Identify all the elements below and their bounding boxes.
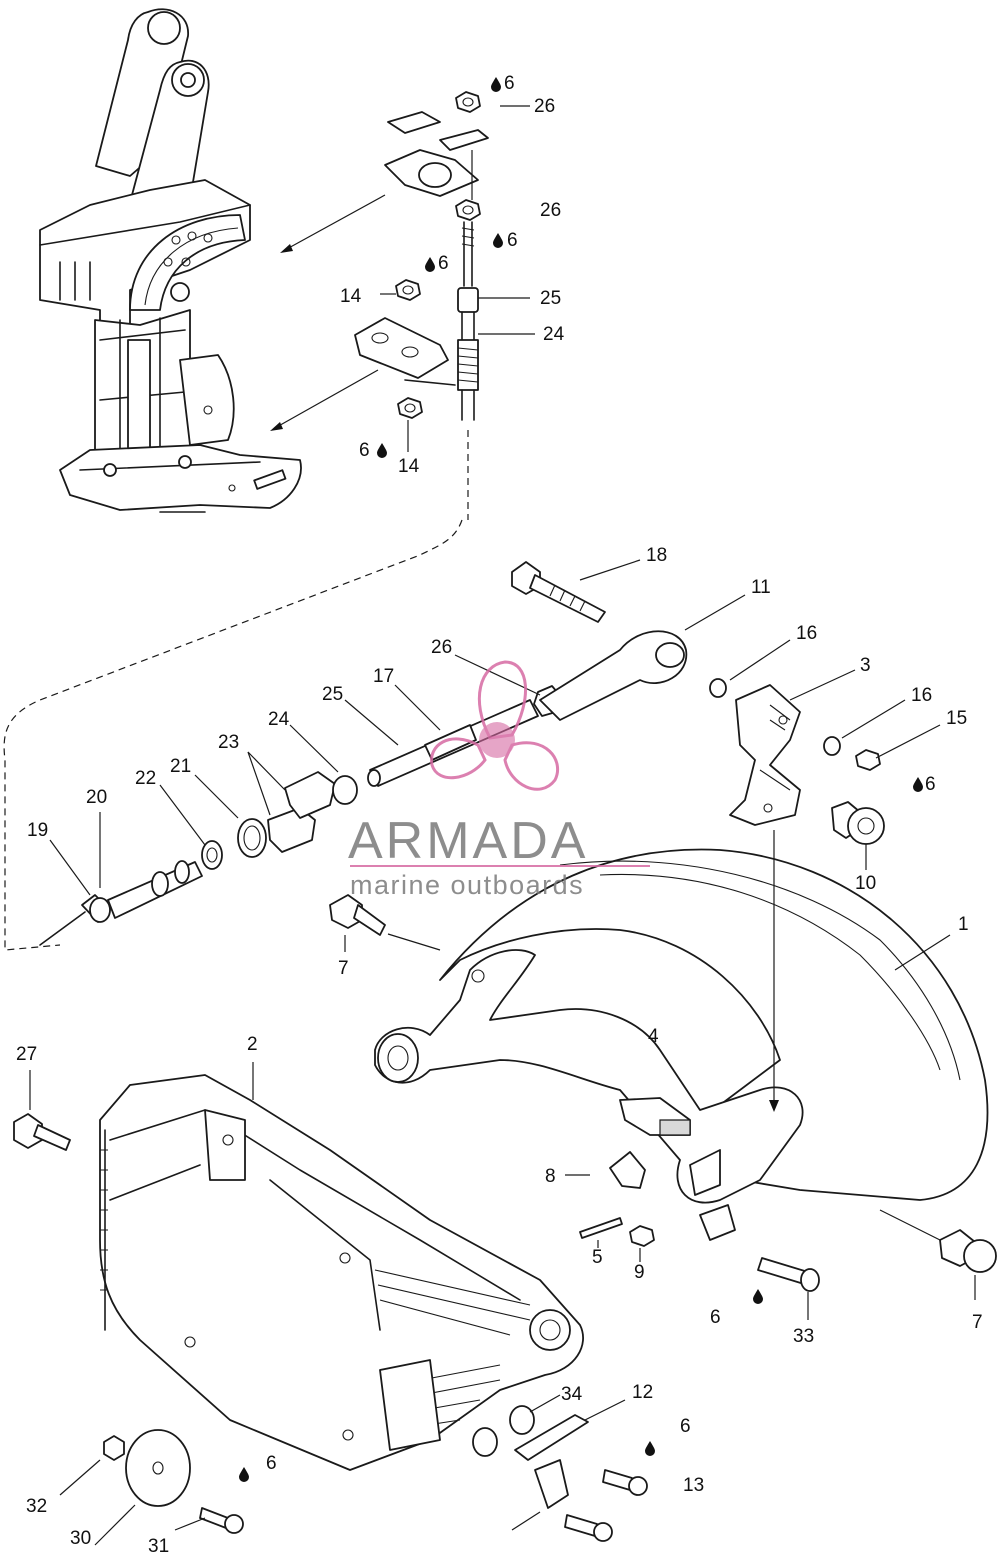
cable-path: [3, 519, 463, 951]
armada-watermark: ARMADA marine outboards: [348, 660, 650, 900]
callout-11: 11: [751, 577, 771, 598]
callout-18: 18: [646, 545, 667, 566]
cable-anchor-stack: [39, 559, 941, 952]
callout-15: 15: [946, 708, 967, 729]
callout-20: 20: [86, 787, 107, 808]
callout-26: 26: [540, 200, 561, 221]
callout-6: 6: [710, 1307, 721, 1328]
callout-6: 6: [680, 1416, 691, 1437]
callout-26: 26: [534, 96, 555, 117]
cable-end-hardware: [354, 91, 535, 520]
callout-9: 9: [634, 1262, 645, 1283]
callout-23: 23: [218, 732, 239, 753]
callout-4: 4: [648, 1026, 659, 1047]
callout-16: 16: [796, 623, 817, 644]
callout-16: 16: [911, 685, 932, 706]
callout-5: 5: [592, 1247, 603, 1268]
callout-8: 8: [545, 1166, 556, 1187]
callout-6: 6: [507, 230, 518, 251]
callout-12: 12: [632, 1382, 653, 1403]
callout-3: 3: [860, 655, 871, 676]
main-housing: [374, 830, 997, 1320]
callout-1: 1: [958, 914, 969, 935]
callout-27: 27: [16, 1044, 37, 1065]
callout-19: 19: [27, 820, 48, 841]
callout-30: 30: [70, 1528, 91, 1549]
callout-31: 31: [148, 1536, 169, 1557]
callout-17: 17: [373, 666, 394, 687]
callout-25: 25: [322, 684, 343, 705]
callout-24: 24: [543, 324, 565, 345]
callout-14: 14: [340, 286, 362, 307]
remote-control-assembly: [39, 8, 386, 513]
callout-34: 34: [561, 1384, 583, 1405]
watermark-subtitle: marine outboards: [350, 870, 584, 900]
callout-22: 22: [135, 768, 156, 789]
callout-24: 24: [268, 709, 290, 730]
watermark-title: ARMADA: [348, 812, 588, 870]
callout-labels: 6 26 26 6 6 14 25 24 6 14 18 11 16 26 3 …: [16, 73, 983, 1557]
callout-13: 13: [683, 1475, 704, 1496]
callout-6: 6: [438, 253, 449, 274]
callout-6: 6: [266, 1453, 277, 1474]
callout-26: 26: [431, 637, 452, 658]
callout-6: 6: [504, 73, 515, 94]
callout-7: 7: [338, 958, 349, 979]
callout-14: 14: [398, 456, 420, 477]
callout-6: 6: [925, 774, 936, 795]
callout-25: 25: [540, 288, 561, 309]
base-bracket: [13, 1062, 648, 1546]
callout-7: 7: [972, 1312, 983, 1333]
callout-10: 10: [855, 873, 876, 894]
propeller-logo-icon: [430, 660, 560, 791]
callout-6: 6: [359, 440, 370, 461]
callout-2: 2: [247, 1034, 258, 1055]
callout-21: 21: [170, 756, 191, 777]
callout-32: 32: [26, 1496, 47, 1517]
callout-33: 33: [793, 1326, 814, 1347]
